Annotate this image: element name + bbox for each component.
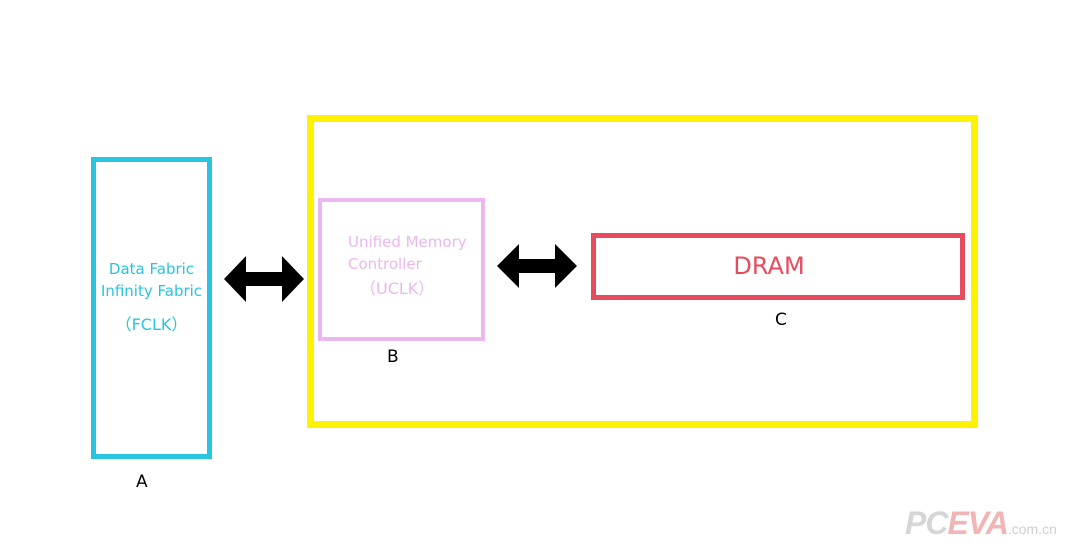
dram-label: DRAM bbox=[733, 252, 805, 280]
letter-b-label: B bbox=[387, 347, 399, 367]
dram-box bbox=[591, 233, 965, 300]
controller-label: Controller bbox=[348, 255, 422, 273]
fclk-label: （FCLK） bbox=[115, 315, 188, 334]
uclk-label: （UCLK） bbox=[360, 279, 435, 298]
letter-c-label: C bbox=[775, 310, 787, 330]
unified-memory-label: Unified Memory bbox=[348, 233, 467, 251]
data-fabric-label: Data Fabric bbox=[108, 260, 195, 278]
memory-controller-box bbox=[318, 198, 485, 341]
pceva-watermark: PCEVA.com.cn bbox=[905, 505, 1057, 542]
double-arrow-icon bbox=[224, 256, 304, 302]
data-fabric-text: Data Fabric Infinity Fabric （FCLK） bbox=[91, 258, 212, 336]
memory-controller-text: Unified Memory Controller （UCLK） bbox=[322, 231, 492, 300]
memory-subsystem-box bbox=[307, 115, 978, 428]
letter-a-label: A bbox=[136, 472, 148, 492]
watermark-pc: PC bbox=[905, 505, 948, 541]
infinity-fabric-label: Infinity Fabric bbox=[100, 282, 203, 300]
watermark-domain: .com.cn bbox=[1007, 521, 1057, 537]
watermark-eva: EVA bbox=[947, 505, 1008, 541]
double-arrow-icon bbox=[497, 244, 577, 288]
data-fabric-box bbox=[91, 157, 212, 459]
